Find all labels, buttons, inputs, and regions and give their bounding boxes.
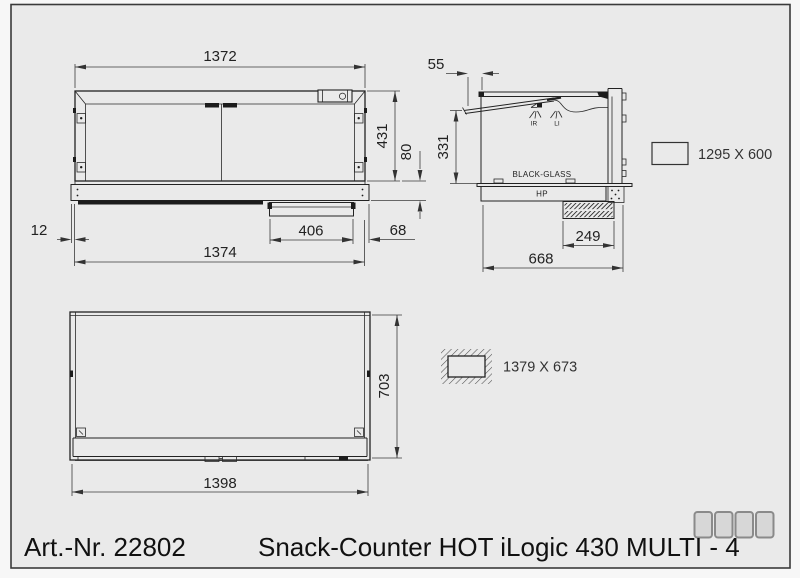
hinges bbox=[73, 108, 367, 173]
top-handle-right bbox=[222, 456, 237, 462]
heater-strip bbox=[78, 200, 263, 205]
front-offset-right-dim-label: 68 bbox=[390, 222, 407, 239]
gn-container-icon bbox=[734, 511, 754, 539]
junction-box bbox=[607, 186, 625, 203]
front-base-height-dim-label: 80 bbox=[398, 144, 415, 161]
front-base bbox=[70, 181, 370, 205]
side-view: IR LI BLACK-GLASS HP bbox=[428, 56, 633, 272]
gn-container-icon bbox=[693, 511, 713, 539]
side-glass-offset-dim-label: 55 bbox=[428, 56, 445, 73]
product-name-label: Snack-Counter HOT iLogic 430 MULTI - 4 bbox=[258, 532, 740, 562]
cutout-legend: 1379 X 673 bbox=[441, 349, 577, 384]
top-depth-dim-label: 703 bbox=[376, 373, 393, 398]
gn-container-icon bbox=[755, 511, 775, 539]
side-glass-height-dim-label: 331 bbox=[435, 134, 452, 159]
plate-rectangle-icon bbox=[651, 141, 689, 166]
drawing-frame bbox=[10, 3, 791, 569]
control-panel bbox=[317, 89, 353, 103]
cutout-size-label: 1379 X 673 bbox=[503, 360, 577, 376]
top-view-dimensions: 703 1398 bbox=[71, 314, 402, 496]
heat-lamp-icon bbox=[530, 103, 542, 108]
cutout-rectangle-icon bbox=[447, 355, 486, 378]
side-view-dimensions: 55 331 249 668 bbox=[428, 56, 624, 272]
side-depth-dim-label: 668 bbox=[528, 251, 553, 268]
li-rays-icon bbox=[550, 110, 563, 119]
front-width-bottom-dim-label: 1374 bbox=[203, 244, 236, 261]
front-tray-width-dim-label: 406 bbox=[298, 223, 323, 240]
under-tray bbox=[267, 202, 356, 217]
mounting-plate-legend: 1295 X 600 bbox=[651, 141, 772, 166]
li-label: LI bbox=[554, 121, 560, 128]
gn-container-icon bbox=[714, 511, 734, 539]
article-number-label: Art.-Nr. 22802 bbox=[24, 532, 186, 562]
front-width-top-dim-label: 1372 bbox=[203, 48, 236, 65]
corner-brackets bbox=[76, 427, 364, 437]
front-view: 1372 431 80 12 406 68 1374 bbox=[31, 48, 426, 266]
ventilation-unit bbox=[562, 201, 615, 219]
top-view: 703 1398 bbox=[69, 311, 402, 496]
hp-label: HP bbox=[536, 190, 548, 199]
side-view-body: IR LI BLACK-GLASS HP bbox=[462, 88, 633, 219]
top-handle-left bbox=[204, 456, 220, 462]
ir-label: IR bbox=[531, 121, 538, 128]
back-column bbox=[607, 88, 627, 183]
front-offset-left-dim-label: 12 bbox=[31, 222, 48, 239]
door-handle-right bbox=[223, 103, 237, 108]
plate-size-label: 1295 X 600 bbox=[698, 147, 772, 163]
side-vent-width-dim-label: 249 bbox=[575, 228, 600, 245]
front-view-body bbox=[70, 89, 370, 217]
door-handle-left bbox=[205, 103, 219, 108]
title-block: Art.-Nr. 22802 Snack-Counter HOT iLogic … bbox=[24, 511, 775, 562]
front-height-dim-label: 431 bbox=[374, 123, 391, 148]
front-view-dimensions: 1372 431 80 12 406 68 1374 bbox=[31, 48, 426, 266]
cable-line bbox=[553, 99, 609, 113]
side-base: HP bbox=[476, 183, 633, 203]
top-width-dim-label: 1398 bbox=[203, 475, 236, 492]
ir-rays-icon bbox=[529, 110, 542, 119]
control-knob-icon bbox=[338, 92, 346, 100]
top-view-body bbox=[69, 311, 371, 462]
gn-container-icons bbox=[693, 511, 775, 539]
black-glass-label: BLACK-GLASS bbox=[513, 170, 572, 179]
